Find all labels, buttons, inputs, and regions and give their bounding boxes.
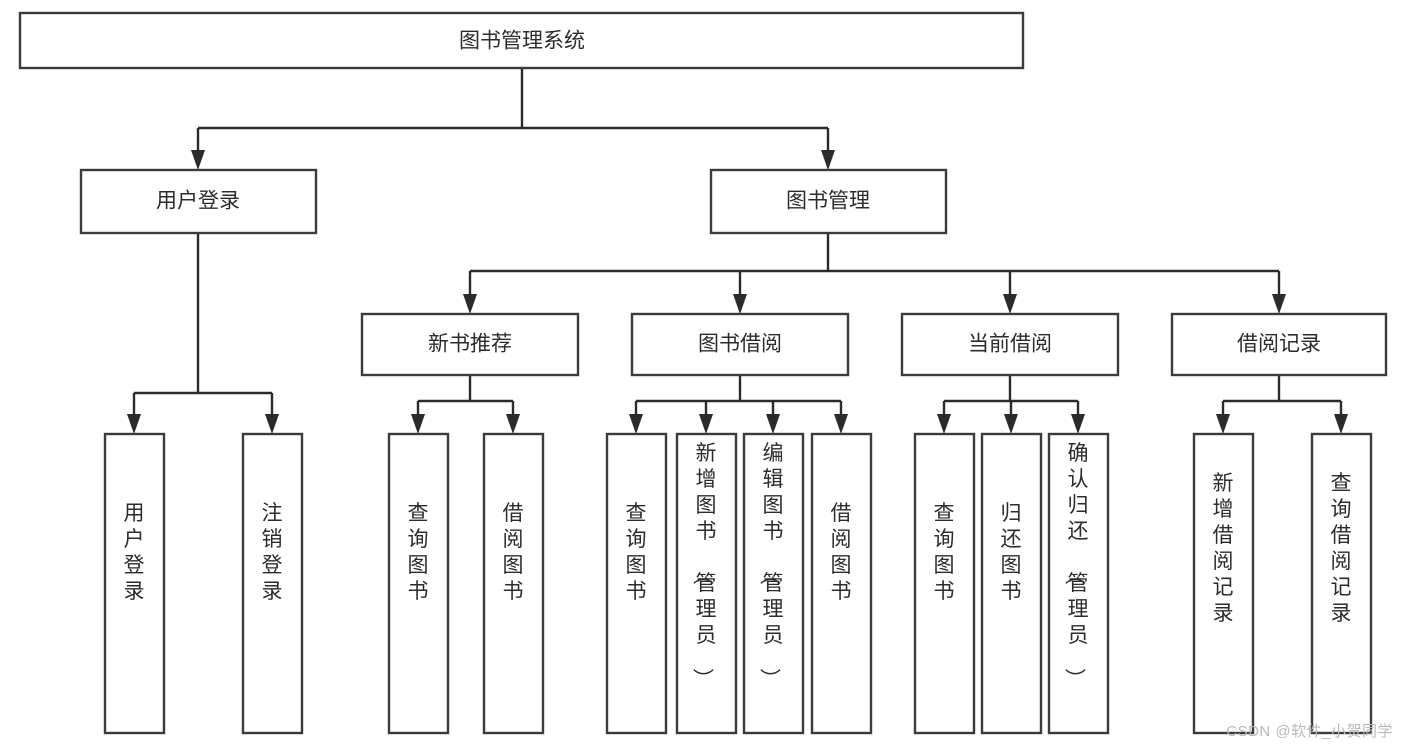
arrowhead-current-l1 bbox=[937, 414, 951, 434]
arrowhead-user-l1 bbox=[127, 414, 141, 434]
node-current-borrow[interactable]: 当前借阅 bbox=[900, 312, 1120, 377]
leaf-node[interactable]: 新增借阅记录 bbox=[1192, 432, 1255, 735]
node-borrow-record[interactable]: 借阅记录 bbox=[1170, 312, 1388, 377]
leaf-label: 查询图书 bbox=[934, 502, 955, 603]
arrowhead-books-c1 bbox=[463, 294, 477, 314]
leaf-label: 新增图书（管理员） bbox=[691, 442, 717, 689]
leaf-label: 查询图书 bbox=[626, 502, 647, 603]
leaf-box[interactable] bbox=[482, 432, 545, 735]
arrowhead-borrow-l4 bbox=[834, 414, 848, 434]
node-book-management-box[interactable] bbox=[709, 168, 948, 235]
leaf-box[interactable] bbox=[605, 432, 668, 735]
leaf-label: 借阅图书 bbox=[503, 502, 524, 603]
leaf-label: 查询图书 bbox=[408, 502, 429, 603]
node-current-borrow-label: 当前借阅 bbox=[968, 333, 1052, 356]
leaf-node[interactable]: 归还图书 bbox=[980, 432, 1043, 735]
node-book-borrow-label: 图书借阅 bbox=[698, 333, 782, 356]
node-new-book-recommend[interactable]: 新书推荐 bbox=[360, 312, 580, 377]
leaf-node[interactable]: 查询借阅记录 bbox=[1310, 432, 1373, 735]
node-user-login-box[interactable] bbox=[79, 168, 318, 235]
leaf-label: 借阅图书 bbox=[831, 502, 852, 603]
node-book-management-label: 图书管理 bbox=[786, 190, 870, 213]
arrowhead-borrow-l3 bbox=[766, 414, 780, 434]
leaf-label: 查询借阅记录 bbox=[1331, 472, 1352, 625]
node-borrow-record-label: 借阅记录 bbox=[1237, 333, 1321, 356]
leaf-node[interactable]: 新增图书（管理员） bbox=[675, 432, 738, 735]
arrowhead-root-to-books bbox=[821, 150, 835, 170]
node-book-borrow-box[interactable] bbox=[630, 312, 850, 377]
leaf-nodes: 用户登录 注销登录 查询图书 借阅图书 查询图书 新增图书（管理员） bbox=[103, 432, 1373, 735]
arrowhead-newbook-l2 bbox=[506, 414, 520, 434]
leaf-node[interactable]: 编辑图书（管理员） bbox=[742, 432, 805, 735]
leaf-box[interactable] bbox=[1310, 432, 1373, 735]
leaf-label: 注销登录 bbox=[262, 502, 283, 603]
leaf-box[interactable] bbox=[1047, 432, 1110, 735]
node-new-book-recommend-label: 新书推荐 bbox=[428, 333, 512, 356]
arrowhead-record-l2 bbox=[1334, 414, 1348, 434]
node-root-box[interactable] bbox=[18, 11, 1025, 70]
node-borrow-record-box[interactable] bbox=[1170, 312, 1388, 377]
connectors bbox=[127, 68, 1348, 434]
leaf-label: 归还图书 bbox=[1001, 502, 1022, 603]
arrowhead-user-l2 bbox=[265, 414, 279, 434]
node-book-management[interactable]: 图书管理 bbox=[709, 168, 948, 235]
arrowhead-books-c2 bbox=[733, 294, 747, 314]
leaf-node[interactable]: 查询图书 bbox=[387, 432, 450, 735]
leaf-box[interactable] bbox=[103, 432, 166, 735]
arrowhead-root-to-user bbox=[191, 150, 205, 170]
leaf-label: 编辑图书（管理员） bbox=[758, 442, 784, 689]
leaf-label: 用户登录 bbox=[124, 502, 145, 603]
node-root[interactable]: 图书管理系统 bbox=[18, 11, 1025, 70]
leaf-label: 新增借阅记录 bbox=[1213, 472, 1234, 625]
leaf-box[interactable] bbox=[810, 432, 873, 735]
arrowhead-books-c3 bbox=[1003, 294, 1017, 314]
node-new-book-recommend-box[interactable] bbox=[360, 312, 580, 377]
arrowhead-current-l3 bbox=[1071, 414, 1085, 434]
node-book-borrow[interactable]: 图书借阅 bbox=[630, 312, 850, 377]
arrowhead-books-c4 bbox=[1272, 294, 1286, 314]
arrowhead-borrow-l1 bbox=[629, 414, 643, 434]
leaf-box[interactable] bbox=[913, 432, 976, 735]
leaf-box[interactable] bbox=[1192, 432, 1255, 735]
leaf-node[interactable]: 确认归还（管理员） bbox=[1047, 432, 1110, 735]
node-user-login[interactable]: 用户登录 bbox=[79, 168, 318, 235]
arrowhead-newbook-l1 bbox=[411, 414, 425, 434]
leaf-box[interactable] bbox=[387, 432, 450, 735]
leaf-node[interactable]: 借阅图书 bbox=[482, 432, 545, 735]
leaf-box[interactable] bbox=[980, 432, 1043, 735]
leaf-box[interactable] bbox=[241, 432, 304, 735]
leaf-node[interactable]: 用户登录 bbox=[103, 432, 166, 735]
csdn-watermark: CSDN @软件_小贺同学 bbox=[1226, 723, 1393, 740]
arrowhead-current-l2 bbox=[1004, 414, 1018, 434]
leaf-label: 确认归还（管理员） bbox=[1063, 442, 1089, 689]
leaf-node[interactable]: 借阅图书 bbox=[810, 432, 873, 735]
node-current-borrow-box[interactable] bbox=[900, 312, 1120, 377]
leaf-node[interactable]: 查询图书 bbox=[913, 432, 976, 735]
leaf-node[interactable]: 查询图书 bbox=[605, 432, 668, 735]
leaf-box[interactable] bbox=[742, 432, 805, 735]
arrowhead-record-l1 bbox=[1216, 414, 1230, 434]
node-root-label: 图书管理系统 bbox=[459, 30, 585, 53]
arrowhead-borrow-l2 bbox=[699, 414, 713, 434]
leaf-node[interactable]: 注销登录 bbox=[241, 432, 304, 735]
node-user-login-label: 用户登录 bbox=[156, 190, 240, 213]
leaf-box[interactable] bbox=[675, 432, 738, 735]
